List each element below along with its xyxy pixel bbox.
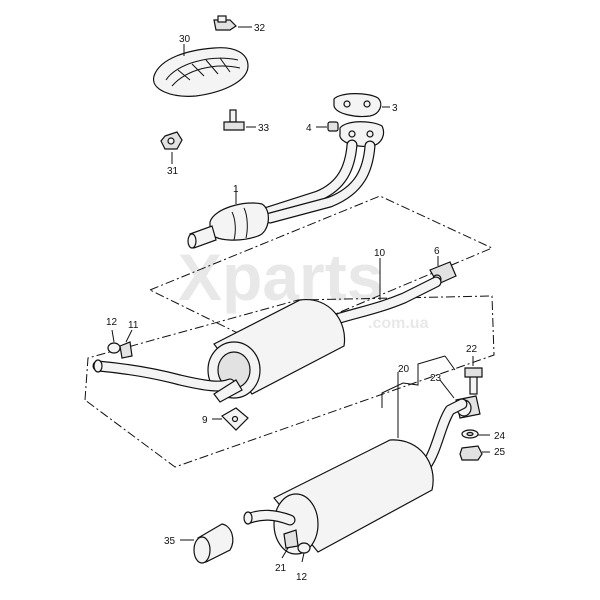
part-nut-4 [316, 121, 339, 132]
callout-21: 21 [275, 563, 287, 574]
part-bolt-22 [464, 356, 483, 395]
watermark-brand: Xparts [178, 240, 383, 314]
part-hanger-11 [119, 329, 133, 359]
callout-24: 24 [494, 431, 506, 442]
part-sleeve-35 [180, 523, 234, 564]
part-rear-muffler-20 [243, 372, 468, 555]
part-clamp-12-front [107, 329, 121, 354]
callout-20: 20 [398, 364, 410, 375]
callout-32: 32 [254, 23, 266, 34]
callout-labels: 32 30 3 4 33 31 1 10 6 12 11 9 22 20 23 … [106, 23, 506, 583]
part-nut-31 [160, 131, 183, 164]
callout-31: 31 [167, 166, 179, 177]
callout-3: 3 [392, 103, 398, 114]
assembly-outline-rear-bracket [381, 355, 456, 408]
part-heat-shield-30 [153, 44, 249, 97]
callout-11: 11 [128, 320, 139, 331]
part-front-pipe-catalyst-1 [187, 121, 385, 249]
part-nut-25 [459, 445, 490, 461]
callout-33: 33 [258, 123, 270, 134]
callout-6: 6 [434, 246, 440, 257]
callout-30: 30 [179, 34, 191, 45]
callout-10: 10 [374, 248, 386, 259]
callout-1: 1 [233, 184, 239, 195]
watermark-domain: .com.ua [368, 315, 429, 332]
part-bolt-33 [223, 109, 256, 131]
callout-22: 22 [466, 344, 478, 355]
callout-23: 23 [430, 373, 442, 384]
part-clip-32 [213, 15, 252, 31]
part-gasket-3 [333, 93, 390, 118]
watermark: Xparts .com.ua [178, 240, 429, 332]
part-gasket-9 [212, 407, 249, 431]
assembly-outline-middle [84, 295, 495, 468]
callout-9: 9 [202, 415, 208, 426]
callout-12-rear: 12 [296, 572, 308, 583]
part-middle-muffler-10 [92, 258, 442, 403]
callout-12-front: 12 [106, 317, 118, 328]
callout-25: 25 [494, 447, 506, 458]
part-clamp-12-rear [297, 542, 311, 563]
assembly-outline-front [149, 195, 494, 346]
callout-4: 4 [306, 123, 312, 134]
callout-35: 35 [164, 536, 176, 547]
part-washer-24 [461, 429, 490, 439]
